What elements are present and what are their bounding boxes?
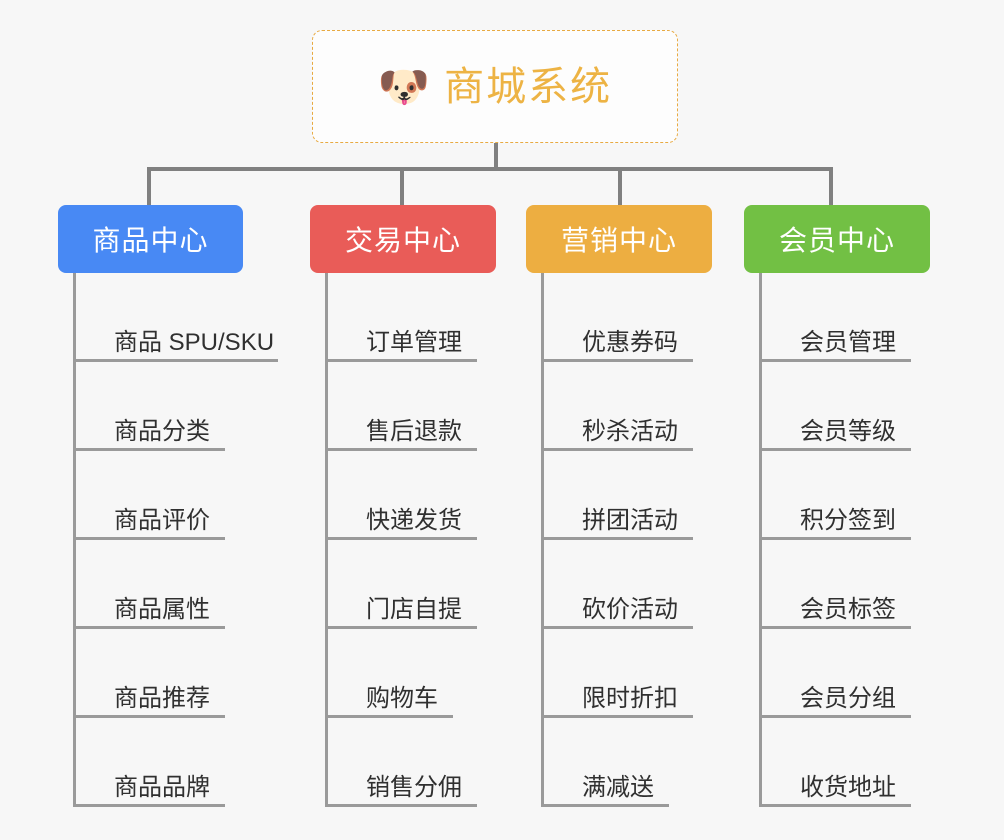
child-underline: [73, 359, 278, 362]
child-label: 快递发货: [366, 506, 462, 534]
child-label: 商品品牌: [114, 773, 210, 801]
connector-horizontal-bar: [147, 167, 833, 171]
child-underline: [73, 537, 225, 540]
child-underline: [325, 448, 477, 451]
child-underline: [759, 537, 911, 540]
list-item[interactable]: 满减送: [541, 718, 718, 807]
child-underline: [325, 359, 477, 362]
branch-trade-center: 交易中心 订单管理 售后退款 快递发货 门店自提 购物车: [310, 205, 506, 807]
list-item[interactable]: 会员等级: [759, 362, 934, 451]
branch-member-center: 会员中心 会员管理 会员等级 积分签到 会员标签 会员分组: [744, 205, 934, 807]
connector-root-stem: [494, 143, 498, 170]
child-underline: [759, 359, 911, 362]
child-underline: [325, 537, 477, 540]
child-underline: [325, 715, 453, 718]
list-item[interactable]: 积分签到: [759, 451, 934, 540]
connector-drop-branch-3: [618, 167, 622, 205]
child-underline: [541, 804, 669, 807]
list-item[interactable]: 订单管理: [325, 273, 506, 362]
child-label: 收货地址: [800, 773, 896, 801]
list-item[interactable]: 购物车: [325, 629, 506, 718]
child-underline: [759, 626, 911, 629]
shiba-dog-face-icon: 🐶: [377, 62, 431, 110]
list-item[interactable]: 优惠券码: [541, 273, 718, 362]
child-underline: [325, 804, 477, 807]
child-label: 商品推荐: [114, 684, 210, 712]
child-underline: [541, 359, 693, 362]
child-underline: [759, 804, 911, 807]
list-item[interactable]: 限时折扣: [541, 629, 718, 718]
child-underline: [541, 715, 693, 718]
child-underline: [541, 537, 693, 540]
list-item[interactable]: 商品分类: [73, 362, 308, 451]
list-item[interactable]: 商品 SPU/SKU: [73, 273, 308, 362]
child-underline: [73, 804, 225, 807]
connector-drop-branch-2: [400, 167, 404, 205]
branch-children-4: 会员管理 会员等级 积分签到 会员标签 会员分组 收货地址: [759, 273, 934, 807]
child-label: 会员标签: [800, 595, 896, 623]
list-item[interactable]: 砍价活动: [541, 540, 718, 629]
branch-children-1: 商品 SPU/SKU 商品分类 商品评价 商品属性 商品推荐 商品品牌: [73, 273, 308, 807]
child-label: 商品评价: [114, 506, 210, 534]
branch-header-3[interactable]: 营销中心: [526, 205, 712, 273]
list-item[interactable]: 售后退款: [325, 362, 506, 451]
list-item[interactable]: 拼团活动: [541, 451, 718, 540]
branch-header-1[interactable]: 商品中心: [58, 205, 243, 273]
list-item[interactable]: 会员分组: [759, 629, 934, 718]
branch-marketing-center: 营销中心 优惠券码 秒杀活动 拼团活动 砍价活动 限时折扣: [526, 205, 718, 807]
child-label: 会员分组: [800, 684, 896, 712]
child-label: 商品属性: [114, 595, 210, 623]
branch-header-2[interactable]: 交易中心: [310, 205, 496, 273]
child-underline: [541, 448, 693, 451]
child-label: 会员等级: [800, 417, 896, 445]
child-underline: [73, 626, 225, 629]
child-underline: [73, 715, 225, 718]
branch-children-3: 优惠券码 秒杀活动 拼团活动 砍价活动 限时折扣 满减送: [541, 273, 718, 807]
child-label: 会员管理: [800, 328, 896, 356]
child-label: 积分签到: [800, 506, 896, 534]
child-label: 满减送: [582, 773, 654, 801]
branch-product-center: 商品中心 商品 SPU/SKU 商品分类 商品评价 商品属性 商品推荐: [58, 205, 308, 807]
connector-drop-branch-1: [147, 167, 151, 205]
child-label: 销售分佣: [366, 773, 462, 801]
root-node-mall-system[interactable]: 🐶 商城系统: [312, 30, 678, 143]
child-underline: [541, 626, 693, 629]
list-item[interactable]: 商品评价: [73, 451, 308, 540]
list-item[interactable]: 会员管理: [759, 273, 934, 362]
child-label: 商品 SPU/SKU: [114, 328, 275, 356]
child-label: 订单管理: [366, 328, 462, 356]
child-underline: [759, 715, 911, 718]
child-label: 售后退款: [366, 417, 462, 445]
child-label: 拼团活动: [582, 506, 678, 534]
child-label: 限时折扣: [582, 684, 678, 712]
list-item[interactable]: 会员标签: [759, 540, 934, 629]
child-label: 商品分类: [114, 417, 210, 445]
list-item[interactable]: 商品推荐: [73, 629, 308, 718]
list-item[interactable]: 销售分佣: [325, 718, 506, 807]
child-underline: [325, 626, 477, 629]
root-node-label: 商城系统: [444, 64, 613, 109]
child-label: 优惠券码: [582, 328, 678, 356]
child-label: 门店自提: [366, 595, 462, 623]
list-item[interactable]: 商品品牌: [73, 718, 308, 807]
child-underline: [759, 448, 911, 451]
list-item[interactable]: 门店自提: [325, 540, 506, 629]
child-underline: [73, 448, 225, 451]
branch-children-2: 订单管理 售后退款 快递发货 门店自提 购物车 销售分佣: [325, 273, 506, 807]
child-label: 砍价活动: [582, 595, 678, 623]
list-item[interactable]: 快递发货: [325, 451, 506, 540]
list-item[interactable]: 商品属性: [73, 540, 308, 629]
child-label: 购物车: [366, 684, 438, 712]
child-label: 秒杀活动: [582, 417, 678, 445]
list-item[interactable]: 收货地址: [759, 718, 934, 807]
branch-header-4[interactable]: 会员中心: [744, 205, 930, 273]
list-item[interactable]: 秒杀活动: [541, 362, 718, 451]
connector-drop-branch-4: [829, 167, 833, 205]
